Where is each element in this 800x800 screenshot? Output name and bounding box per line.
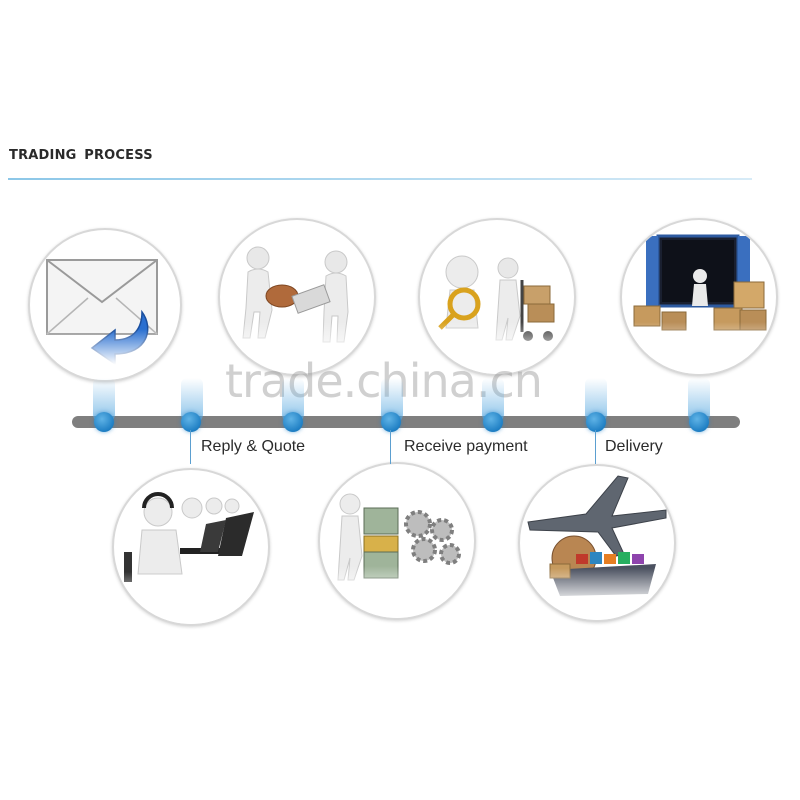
connector-delivery bbox=[595, 430, 596, 464]
timeline-node-delivery bbox=[586, 412, 606, 432]
connector-receive-payment bbox=[390, 430, 391, 464]
inquiry-email-icon bbox=[28, 228, 182, 382]
timeline-node-inquiry bbox=[94, 412, 114, 432]
page-title: TRADING PROCESS bbox=[9, 148, 153, 163]
timeline-node-loading bbox=[689, 412, 709, 432]
container-loading-illustration bbox=[620, 218, 778, 376]
timeline-node-sample bbox=[283, 412, 303, 432]
air-sea-shipping-illustration bbox=[518, 464, 676, 622]
order-inspection-illustration bbox=[418, 218, 576, 376]
step-label-reply-quote: Reply & Quote bbox=[201, 438, 306, 455]
sample-handover-illustration bbox=[218, 218, 376, 376]
timeline-bar bbox=[72, 416, 740, 428]
step-label-receive-payment: Receive payment bbox=[404, 438, 528, 455]
timeline-node-inspection bbox=[483, 412, 503, 432]
payment-production-illustration bbox=[318, 462, 476, 620]
customer-service-illustration bbox=[112, 468, 270, 626]
connector-reply-quote bbox=[190, 430, 191, 464]
timeline-node-reply-quote bbox=[181, 412, 201, 432]
timeline-node-receive-payment bbox=[381, 412, 401, 432]
title-divider bbox=[8, 178, 752, 180]
step-label-delivery: Delivery bbox=[605, 438, 663, 455]
